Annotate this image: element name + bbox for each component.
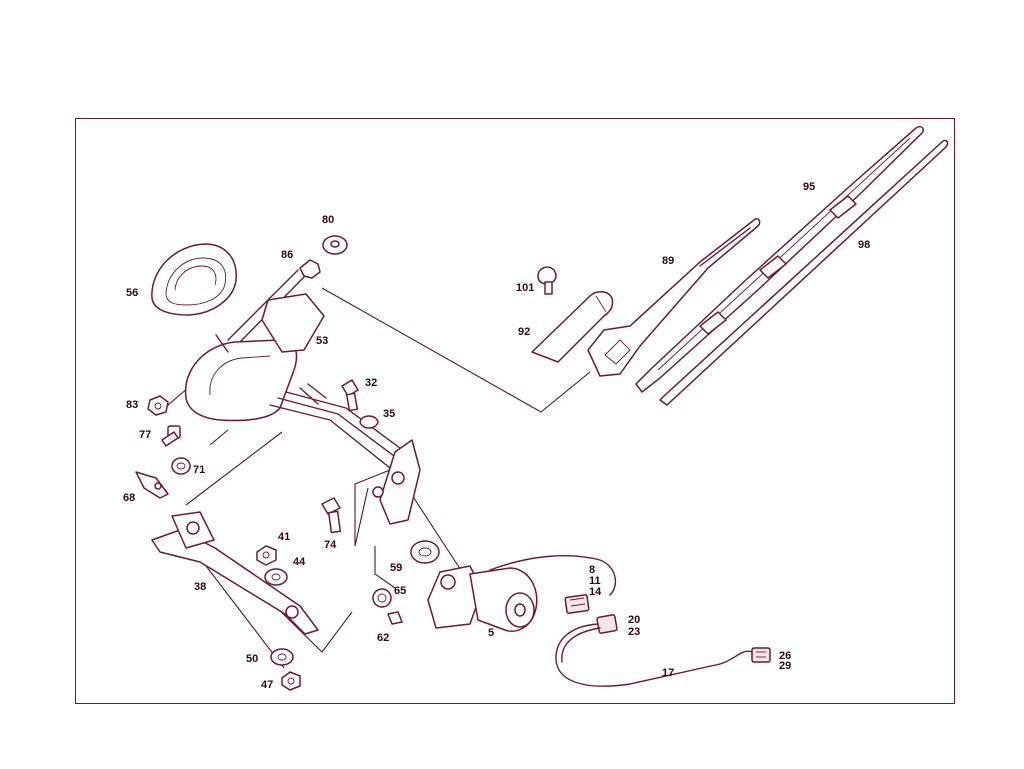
part-41-nut [256, 545, 277, 566]
callout-8: 8 [589, 564, 596, 576]
part-62-clip [387, 611, 403, 625]
callout-86: 86 [281, 249, 294, 261]
callout-47: 47 [261, 679, 274, 691]
part-38-crank-lever [151, 511, 319, 635]
part-92-cover [531, 291, 614, 363]
leader-lines [159, 287, 591, 669]
callout-20: 20 [628, 614, 641, 626]
part-59-grommet [410, 540, 440, 564]
callout-23: 23 [628, 626, 641, 638]
callout-95: 95 [803, 181, 816, 193]
callout-83: 83 [126, 399, 139, 411]
callout-17: 17 [662, 667, 675, 679]
part-80-washer [322, 235, 348, 255]
callout-53: 53 [316, 335, 329, 347]
part-77-bolt [161, 425, 181, 447]
callout-38: 38 [194, 581, 207, 593]
part-26-plug [751, 647, 771, 663]
part-95-wiper-blade [635, 125, 924, 393]
callout-14: 14 [589, 586, 602, 598]
part-68-bracket [135, 471, 169, 499]
callout-98: 98 [858, 239, 871, 251]
callout-35: 35 [383, 408, 396, 420]
part-35-clip [359, 415, 379, 429]
callout-68: 68 [123, 492, 136, 504]
part-71-grommet [171, 457, 191, 475]
part-74-bolt [321, 497, 342, 534]
callout-71: 71 [193, 464, 206, 476]
callout-74: 74 [324, 539, 337, 551]
callout-56: 56 [126, 287, 139, 299]
part-101-cap-nut [537, 266, 557, 295]
callout-50: 50 [246, 653, 259, 665]
part-32-bolt [341, 379, 359, 412]
callout-80: 80 [322, 214, 335, 226]
diagram-frame [75, 118, 955, 704]
part-89-wiper-arm [587, 217, 761, 377]
part-86-nozzle [227, 259, 321, 347]
part-20-connector [596, 614, 618, 634]
part-44-washer [264, 568, 288, 586]
part-98-wiper-rubber [659, 139, 949, 406]
callout-44: 44 [293, 556, 306, 568]
callout-5: 5 [488, 627, 495, 639]
part-8-connector [564, 594, 590, 614]
callout-92: 92 [518, 326, 531, 338]
callout-65: 65 [394, 585, 407, 597]
callout-11: 11 [589, 575, 601, 587]
callout-26: 26 [779, 650, 792, 662]
linkage-rods [269, 383, 421, 525]
callout-32: 32 [365, 377, 378, 389]
callout-59: 59 [390, 562, 403, 574]
part-56-cover-cap [151, 243, 237, 316]
callout-62: 62 [377, 632, 390, 644]
callout-77: 77 [139, 429, 152, 441]
callout-29: 29 [779, 660, 792, 672]
part-47-nut [281, 671, 301, 691]
callout-101: 101 [516, 282, 535, 294]
part-17-cable [555, 623, 753, 687]
callout-89: 89 [662, 255, 675, 267]
part-5-motor [427, 554, 617, 632]
part-53-housing [184, 293, 325, 422]
part-65-bushing [372, 588, 392, 608]
part-50-washer [270, 648, 294, 666]
callout-41: 41 [278, 531, 291, 543]
part-83-nut [147, 395, 169, 416]
